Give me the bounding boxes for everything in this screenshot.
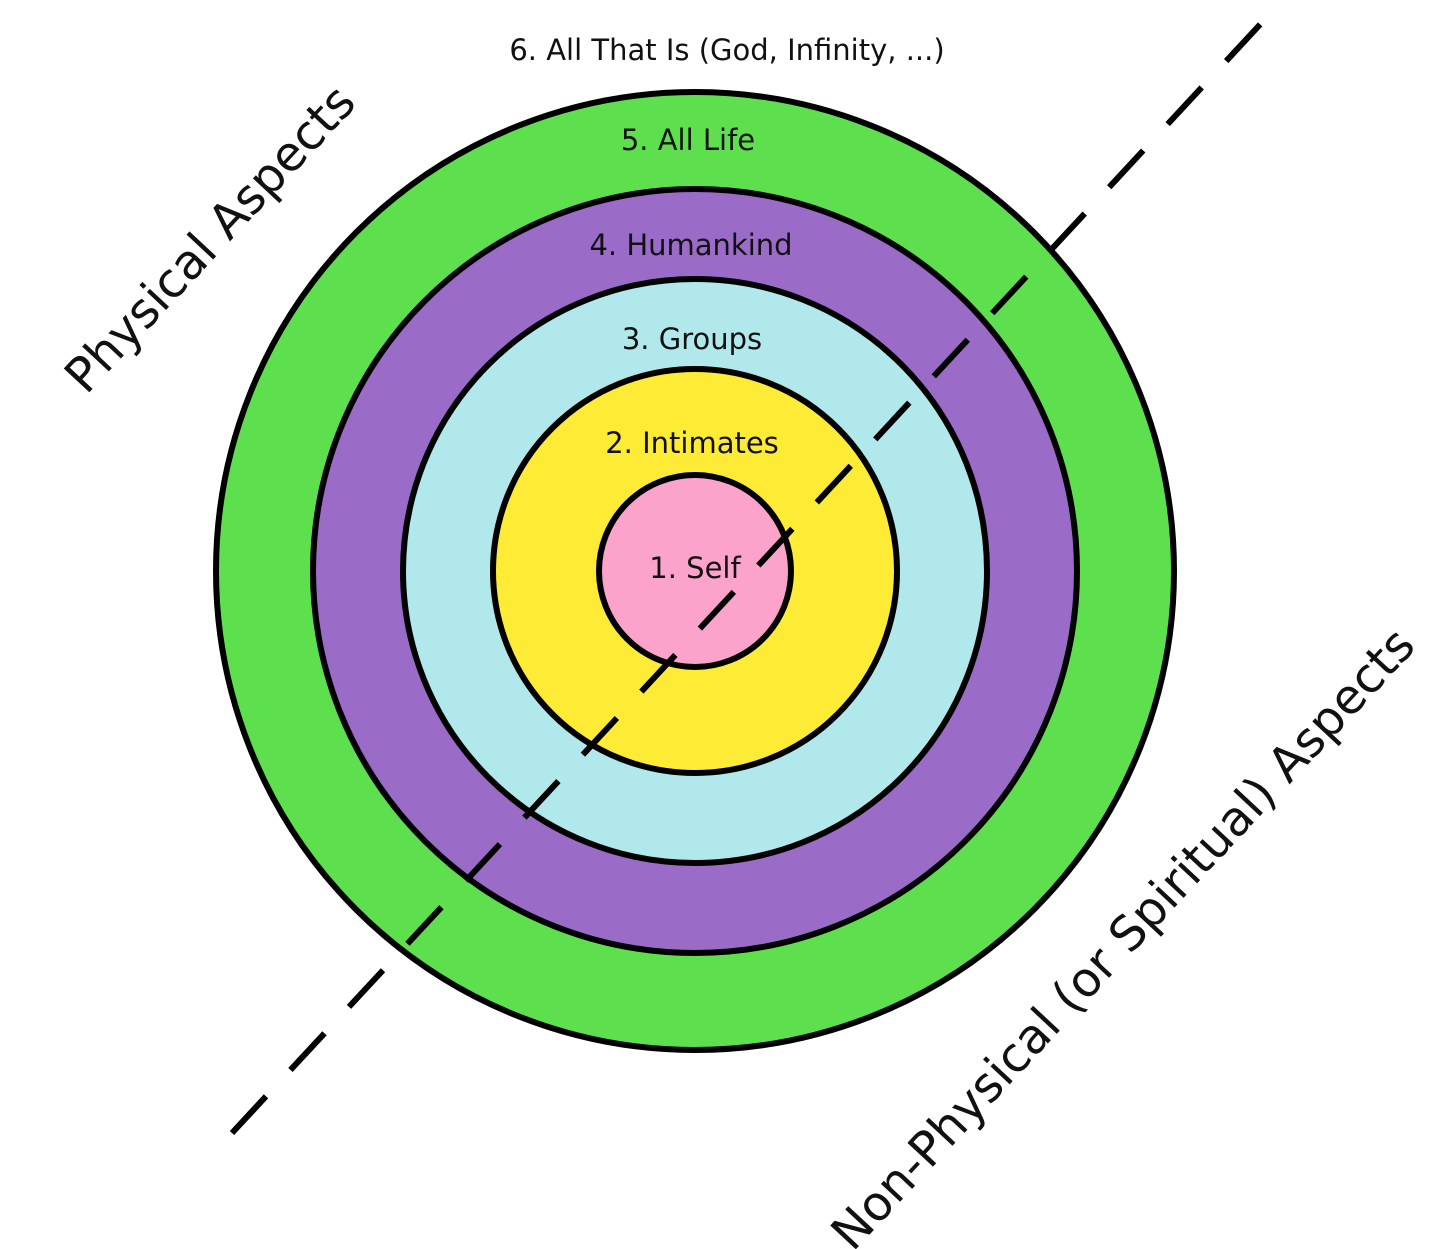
humankind-label: 4. Humankind — [589, 228, 792, 262]
all-life-label: 5. All Life — [621, 123, 755, 157]
all-that-is-label: 6. All That Is (God, Infinity, ...) — [509, 33, 944, 67]
groups-label: 3. Groups — [622, 322, 762, 356]
ring-self — [596, 472, 794, 670]
intimates-label: 2. Intimates — [605, 426, 779, 460]
self-label: 1. Self — [649, 551, 741, 585]
